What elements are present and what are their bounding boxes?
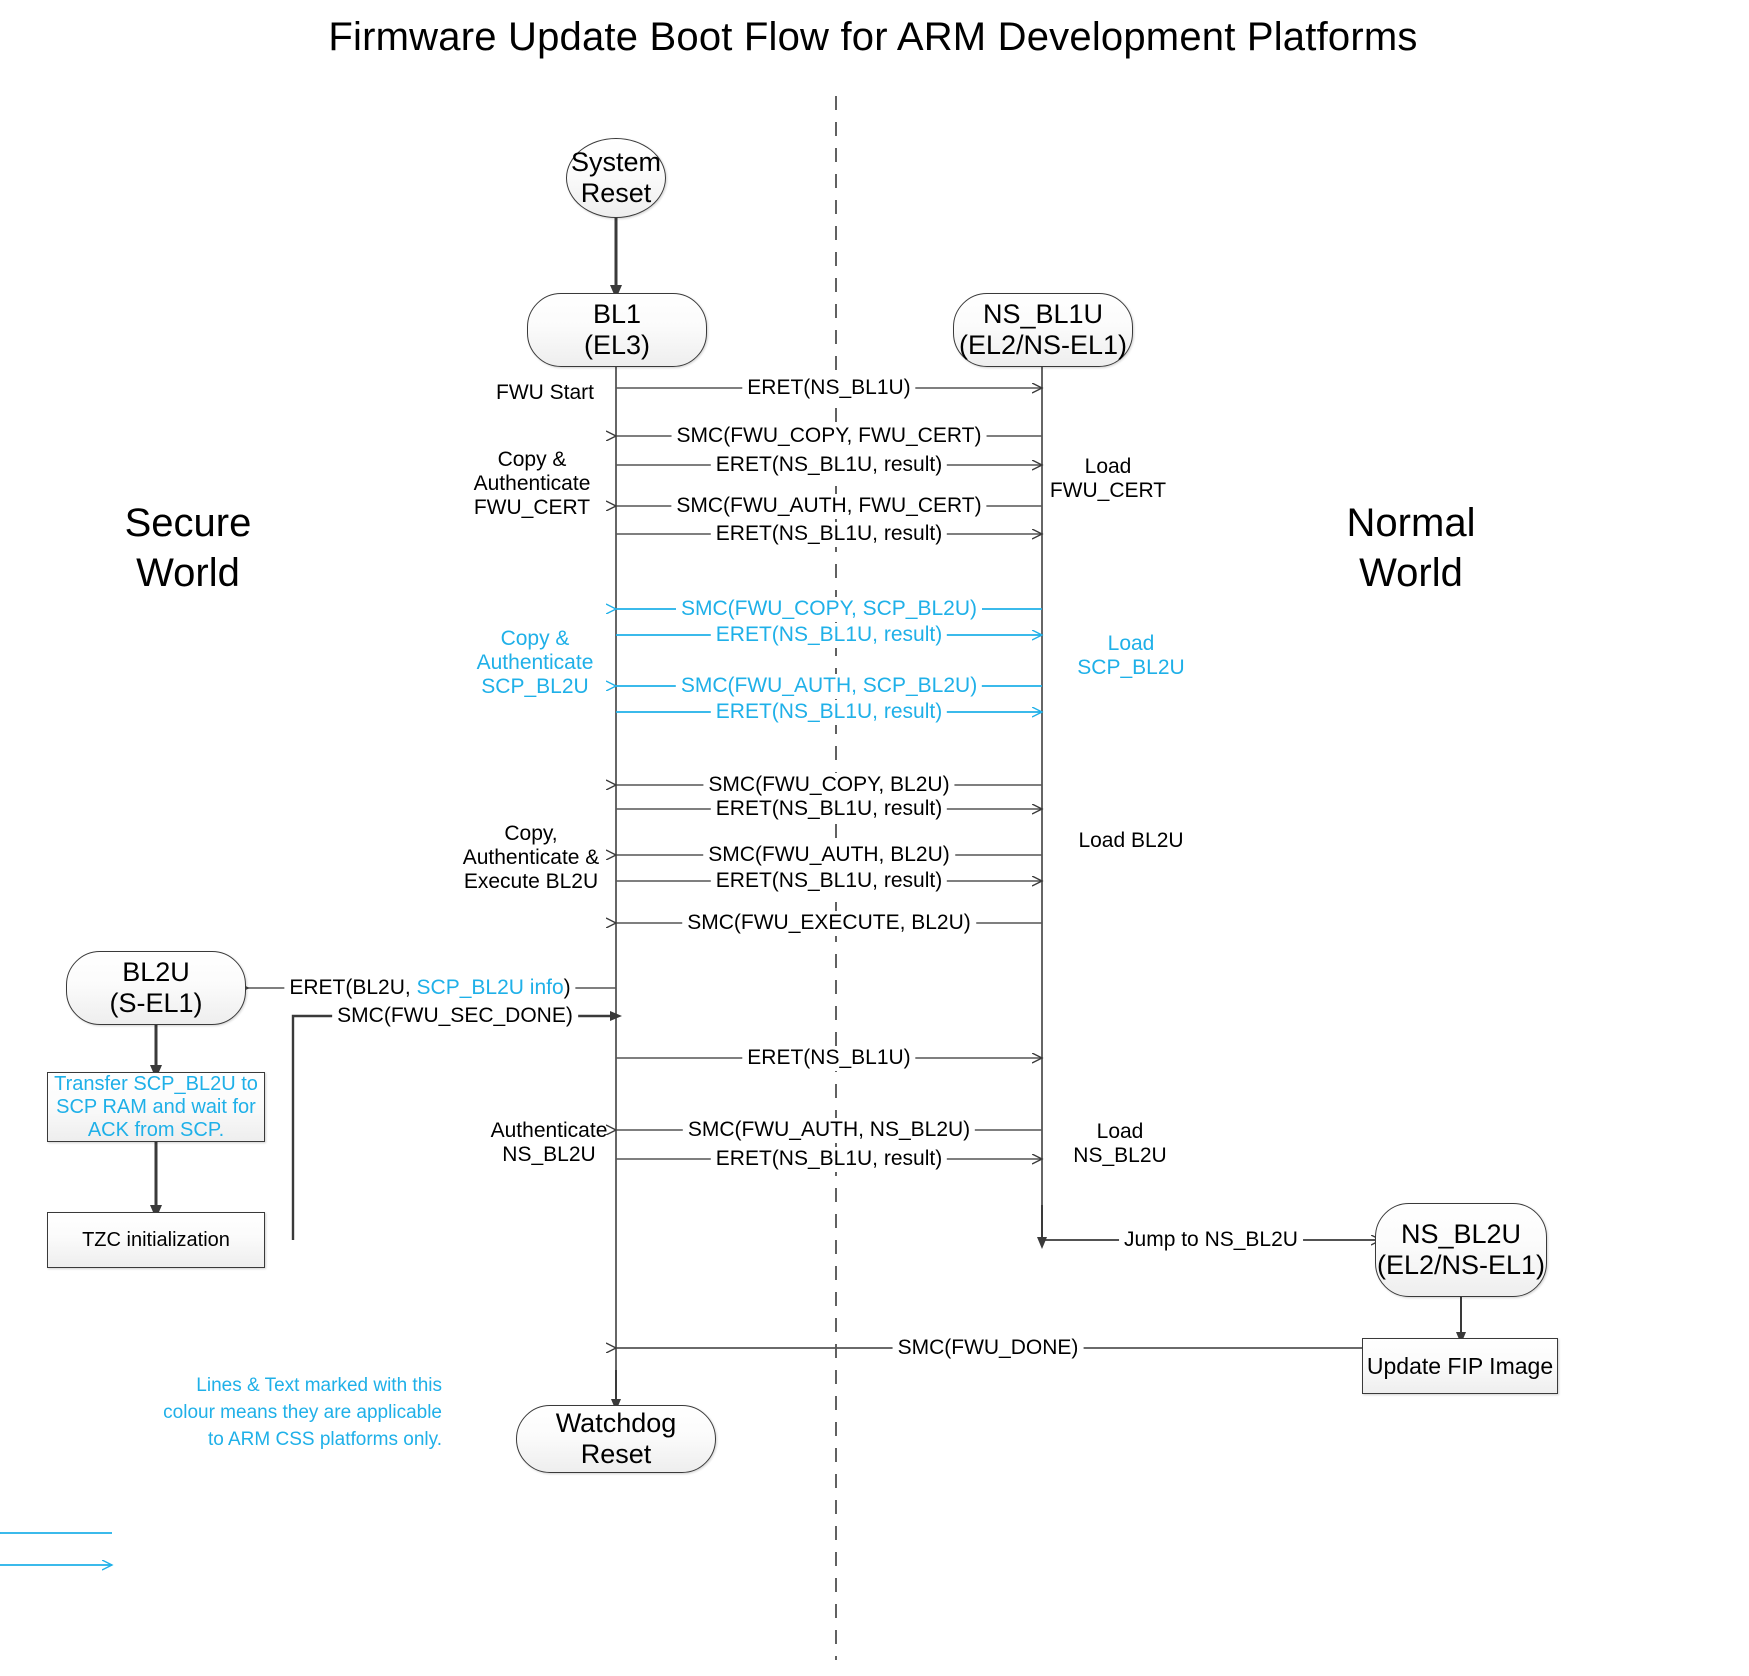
normal-world-label-line1: Normal: [1346, 501, 1476, 545]
process-box-transfer-scp[interactable]: Transfer SCP_BL2U to SCP RAM and wait fo…: [47, 1072, 265, 1142]
message-label-m19: ERET(NS_BL1U, result): [710, 1147, 948, 1172]
node-system-reset-line2: Reset: [580, 178, 652, 208]
annotation-load-scp-bl2u-line2: SCP_BL2U: [1077, 656, 1185, 679]
annotation-copy-auth-exec-line3: Execute BL2U: [463, 870, 599, 893]
node-ns-bl1u-line1: NS_BL1U: [982, 299, 1104, 329]
node-ns-bl2u-line1: NS_BL2U: [1400, 1219, 1522, 1249]
node-bl2u-line1: BL2U: [122, 957, 190, 987]
message-label-m13: ERET(NS_BL1U, result): [710, 869, 948, 894]
annotation-copy-auth-scp-line3: SCP_BL2U: [481, 675, 589, 698]
annotation-copy-auth-cert-line2: Authenticate: [473, 472, 591, 495]
normal-world-label-line2: World: [1359, 551, 1463, 595]
message-label-m5: ERET(NS_BL1U, result): [710, 522, 948, 547]
message-label-m7: ERET(NS_BL1U, result): [710, 623, 948, 648]
annotation-auth-ns-bl2u-line2: NS_BL2U: [502, 1143, 596, 1166]
annotation-copy-auth-exec-line1: Copy,: [504, 822, 558, 845]
update-fip-label: Update FIP Image: [1366, 1352, 1554, 1379]
page-title: Firmware Update Boot Flow for ARM Develo…: [328, 15, 1418, 59]
node-bl1[interactable]: BL1 (EL3): [527, 293, 707, 367]
m15-pre: ERET(BL2U,: [289, 976, 417, 999]
message-label-m18: SMC(FWU_AUTH, NS_BL2U): [682, 1118, 976, 1143]
node-bl2u-line2: (S-EL1): [109, 988, 203, 1018]
message-label-m3: ERET(NS_BL1U, result): [710, 453, 948, 478]
message-label-m12: SMC(FWU_AUTH, BL2U): [703, 843, 955, 868]
legend-line1: Lines & Text marked with this: [196, 1375, 442, 1396]
message-label-m14: SMC(FWU_EXECUTE, BL2U): [682, 911, 976, 936]
message-label-m8: SMC(FWU_AUTH, SCP_BL2U): [675, 674, 983, 699]
annotation-fwu-start: FWU Start: [496, 381, 594, 404]
annotation-copy-auth-scp-line1: Copy &: [500, 627, 570, 650]
process-box-tzc-init[interactable]: TZC initialization: [47, 1212, 265, 1268]
message-label-m9: ERET(NS_BL1U, result): [710, 700, 948, 725]
m15-cyan: SCP_BL2U info: [416, 976, 564, 999]
secure-world-label-line2: World: [136, 551, 240, 595]
message-label-m4: SMC(FWU_AUTH, FWU_CERT): [671, 494, 987, 519]
node-ns-bl2u[interactable]: NS_BL2U (EL2/NS-EL1): [1375, 1203, 1547, 1297]
annotation-load-bl2u: Load BL2U: [1078, 829, 1184, 852]
legend-line2: colour means they are applicable: [163, 1402, 442, 1423]
transfer-scp-line3: ACK from SCP.: [87, 1118, 225, 1141]
annotation-auth-ns-bl2u-line1: Authenticate: [490, 1119, 608, 1142]
transfer-scp-line2: SCP RAM and wait for: [56, 1095, 256, 1118]
annotation-copy-auth-cert-line1: Copy &: [497, 448, 567, 471]
annotation-load-fwu-cert-line2: FWU_CERT: [1049, 479, 1167, 502]
node-watchdog-reset[interactable]: Watchdog Reset: [516, 1405, 716, 1473]
message-label-m6: SMC(FWU_COPY, SCP_BL2U): [675, 597, 983, 622]
message-label-m16: SMC(FWU_SEC_DONE): [332, 1004, 578, 1029]
message-label-m2: SMC(FWU_COPY, FWU_CERT): [671, 424, 987, 449]
annotation-copy-auth-exec-line2: Authenticate &: [462, 846, 600, 869]
node-watchdog-reset-line1: Watchdog Reset: [555, 1408, 677, 1469]
node-system-reset[interactable]: System Reset: [566, 138, 666, 218]
annotation-copy-auth-cert-line3: FWU_CERT: [473, 496, 591, 519]
annotation-load-scp-bl2u-line1: Load: [1107, 632, 1155, 655]
transfer-scp-line1: Transfer SCP_BL2U to: [54, 1072, 258, 1095]
message-label-m20: Jump to NS_BL2U: [1119, 1228, 1303, 1253]
annotation-load-fwu-cert-line1: Load: [1084, 455, 1132, 478]
message-label-m17: ERET(NS_BL1U): [742, 1046, 916, 1071]
node-bl1-line2: (EL3): [583, 330, 651, 360]
legend-line3: to ARM CSS platforms only.: [207, 1429, 442, 1450]
annotation-copy-auth-scp-line2: Authenticate: [476, 651, 594, 674]
m15-post: ): [563, 976, 571, 999]
message-label-m15: ERET(BL2U, SCP_BL2U info): [284, 976, 576, 1001]
node-bl1-line1: BL1: [592, 299, 642, 329]
annotation-load-ns-bl2u-line1: Load: [1096, 1120, 1144, 1143]
message-label-m11: ERET(NS_BL1U, result): [710, 797, 948, 822]
secure-world-label-line1: Secure: [124, 501, 252, 545]
message-label-m1: ERET(NS_BL1U): [742, 376, 916, 401]
message-label-m21: SMC(FWU_DONE): [892, 1336, 1084, 1361]
node-system-reset-line1: System: [570, 147, 662, 177]
process-box-update-fip[interactable]: Update FIP Image: [1362, 1338, 1558, 1394]
node-ns-bl2u-line2: (EL2/NS-EL1): [1376, 1250, 1546, 1280]
node-ns-bl1u[interactable]: NS_BL1U (EL2/NS-EL1): [953, 293, 1133, 367]
node-ns-bl1u-line2: (EL2/NS-EL1): [958, 330, 1128, 360]
annotation-load-ns-bl2u-line2: NS_BL2U: [1073, 1144, 1167, 1167]
node-bl2u[interactable]: BL2U (S-EL1): [66, 951, 246, 1025]
tzc-init-label: TZC initialization: [82, 1228, 230, 1251]
message-label-m10: SMC(FWU_COPY, BL2U): [703, 773, 955, 798]
